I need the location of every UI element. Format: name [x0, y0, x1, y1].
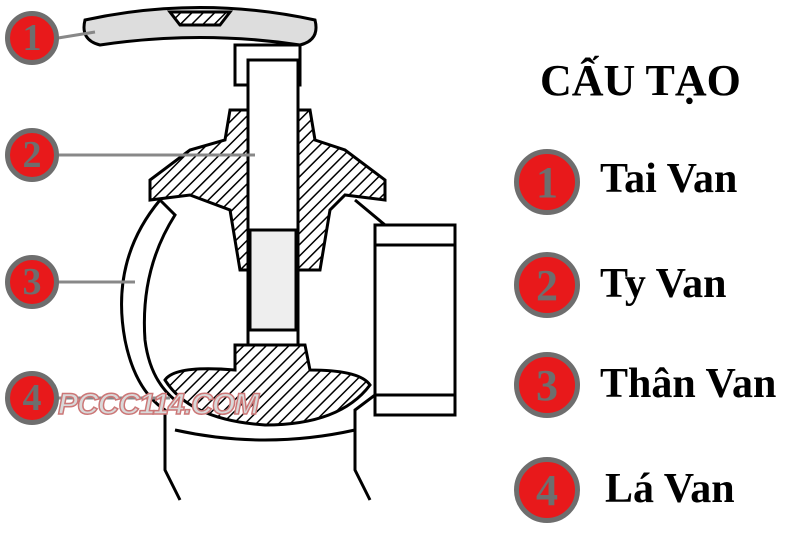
diagram-badge-2: 2 — [5, 128, 59, 182]
title: CẤU TẠO — [540, 56, 741, 105]
legend-label-2: Ty Van — [600, 261, 727, 307]
legend-badge-4: 4 — [514, 457, 580, 523]
disc — [163, 343, 372, 427]
legend-badge-3: 3 — [514, 352, 580, 418]
legend-label-1: Tai Van — [600, 156, 738, 202]
diagram-badge-3: 3 — [5, 255, 59, 309]
legend-label-4: Lá Van — [605, 466, 735, 512]
legend-badge-1: 1 — [514, 149, 580, 215]
leader-lines — [57, 30, 255, 400]
watermark: PCCC114.COM — [57, 387, 260, 422]
diagram-badge-1: 1 — [5, 11, 59, 65]
diagram-badge-4: 4 — [5, 371, 59, 425]
legend-badge-2: 2 — [514, 252, 580, 318]
handwheel — [82, 6, 318, 87]
legend-label-3: Thân Van — [600, 361, 777, 407]
body — [120, 198, 457, 501]
stem — [246, 58, 300, 372]
